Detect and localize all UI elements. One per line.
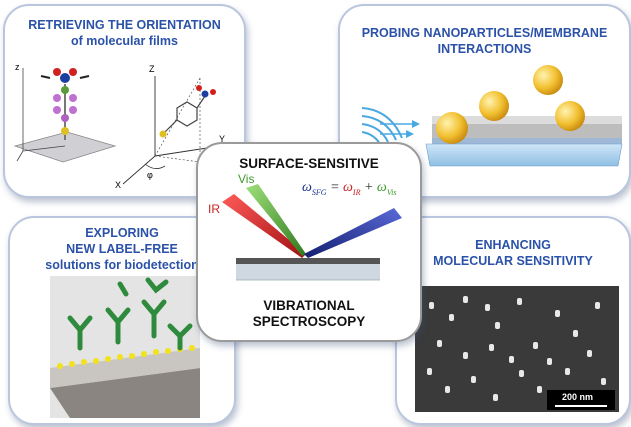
panel-biodetection-title-2: NEW LABEL-FREE xyxy=(66,242,178,256)
sfg-beams-figure xyxy=(222,184,402,281)
panel-orientation: RETRIEVING THE ORIENTATION of molecular … xyxy=(3,4,246,198)
panel-sensitivity-title-2: MOLECULAR SENSITIVITY xyxy=(433,254,593,268)
panel-biodetection-title-3: solutions for biodetection xyxy=(45,258,199,272)
axis-label-X: X xyxy=(115,180,122,190)
panel-biodetection-title-1: EXPLORING xyxy=(85,226,159,240)
sfg-equation: ωSFG = ωIR + ωVis xyxy=(302,180,397,197)
axis-label-Y: Y xyxy=(219,134,226,144)
axis-label-z-left: z xyxy=(15,62,20,72)
panel-nanoparticles-title-2: INTERACTIONS xyxy=(437,42,532,56)
center-title-3: SPECTROSCOPY xyxy=(252,314,366,329)
panel-nanoparticles: PROBING NANOPARTICLES/MEMBRANE INTERACTI… xyxy=(338,4,631,198)
panel-nanoparticles-title-1: PROBING NANOPARTICLES/MEMBRANE xyxy=(361,26,608,40)
scale-bar-label: 200 nm xyxy=(562,392,594,402)
axis-label-phi: φ xyxy=(147,170,153,180)
ir-beam-label: IR xyxy=(208,202,220,216)
membrane-figure xyxy=(361,65,623,167)
panel-center-sfg: SURFACE-SENSITIVE VIBRATIONAL SPECTROSCO… xyxy=(196,142,422,342)
panel-sensitivity: ENHANCING MOLECULAR SENSITIVITY 200 nm xyxy=(395,216,631,425)
molecular-orientation-figure xyxy=(13,68,221,185)
center-title-1: SURFACE-SENSITIVE xyxy=(239,156,379,171)
panel-orientation-title-2: of molecular films xyxy=(71,34,178,48)
vis-beam-label: Vis xyxy=(238,172,255,186)
axis-label-Z: Z xyxy=(149,64,155,74)
panel-orientation-title-1: RETRIEVING THE ORIENTATION xyxy=(28,18,221,32)
panel-sensitivity-title-1: ENHANCING xyxy=(475,238,551,252)
sem-image xyxy=(415,286,619,412)
center-title-2: VIBRATIONAL xyxy=(263,298,355,313)
biosensor-figure xyxy=(50,276,200,418)
